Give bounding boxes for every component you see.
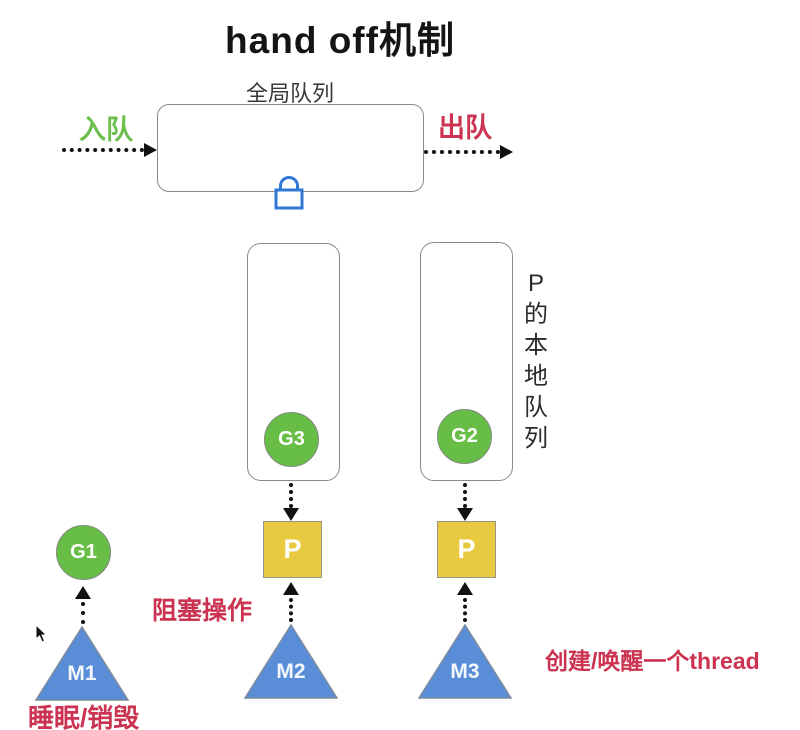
processor-p-left: P	[263, 521, 322, 578]
machine-m1: M1	[34, 624, 130, 702]
dequeue-label: 出队	[438, 113, 492, 143]
global-queue-label: 全局队列	[245, 81, 334, 106]
m3-to-p-line	[463, 598, 467, 622]
queue-to-p-right-line	[463, 483, 467, 508]
enqueue-label: 入队	[79, 115, 133, 145]
m3-to-p-arrowhead-icon	[457, 582, 473, 595]
lock-icon	[274, 176, 304, 210]
goroutine-g2: G2	[437, 409, 492, 464]
queue-to-p-right-arrowhead-icon	[457, 508, 473, 521]
local-queue-side-label: P 的 本 地 队 列	[516, 268, 556, 454]
dequeue-arrowhead-icon	[500, 145, 513, 159]
processor-p-right: P	[437, 521, 496, 578]
triangle-shape	[417, 623, 513, 699]
enqueue-arrow-line	[62, 148, 144, 152]
mouse-cursor-icon	[35, 624, 48, 643]
dequeue-arrow-line	[424, 150, 500, 154]
queue-to-p-left-line	[289, 483, 293, 508]
page-title: hand off机制	[225, 20, 455, 61]
machine-m3-label: M3	[450, 660, 480, 683]
machine-m2: M2	[243, 622, 339, 700]
queue-to-p-left-arrowhead-icon	[283, 508, 299, 521]
side-label-char: 列	[524, 425, 548, 452]
side-label-char: 本	[524, 332, 548, 359]
side-label-char: P	[527, 270, 544, 297]
machine-m1-label: M1	[67, 662, 97, 685]
goroutine-g3: G3	[264, 412, 319, 467]
machine-m3: M3	[417, 622, 513, 700]
m2-to-p-line	[289, 598, 293, 622]
side-label-char: 地	[524, 363, 548, 390]
blocking-operation-label: 阻塞操作	[152, 597, 253, 625]
side-label-char: 队	[524, 394, 548, 421]
machine-m2-label: M2	[276, 660, 306, 683]
m1-to-g1-line	[81, 602, 85, 624]
enqueue-arrowhead-icon	[144, 143, 157, 157]
m2-to-p-arrowhead-icon	[283, 582, 299, 595]
side-label-char: 的	[524, 301, 548, 328]
triangle-shape	[34, 625, 130, 701]
triangle-shape	[243, 623, 339, 699]
m1-to-g1-arrowhead-icon	[75, 586, 91, 599]
create-wake-thread-label: 创建/唤醒一个thread	[545, 648, 760, 674]
goroutine-g1: G1	[56, 525, 111, 580]
sleep-destroy-label: 睡眠/销毁	[28, 703, 140, 730]
